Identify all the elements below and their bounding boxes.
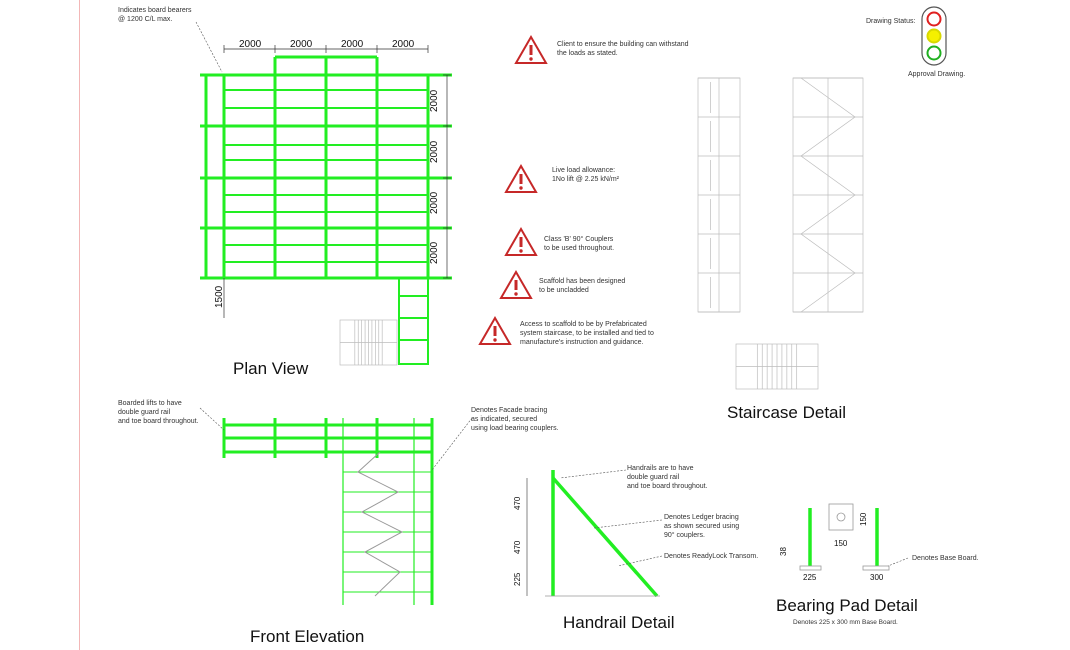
plan-top-dim-3: 2000 bbox=[341, 39, 364, 50]
leader-3 bbox=[559, 469, 627, 479]
status-light-2 bbox=[926, 45, 942, 61]
note-ledger-bracing: Denotes Ledger bracing as shown secured … bbox=[664, 514, 740, 539]
note-base-board: Denotes Base Board. bbox=[912, 555, 979, 562]
warning-text-3: Class 'B' 90° Couplers to be used throug… bbox=[544, 236, 615, 252]
handrail-detail-title: Handrail Detail bbox=[563, 613, 675, 632]
pad-baseboard-right bbox=[862, 565, 890, 571]
leader-4 bbox=[593, 519, 663, 529]
warning-exclamation-dot bbox=[529, 57, 533, 61]
pad-plan-square bbox=[828, 503, 854, 531]
faint-staircase-drawings bbox=[339, 77, 864, 390]
pad-dim-offset: 150 bbox=[834, 539, 848, 548]
warning-text-4: Scaffold has been designed to be uncladd… bbox=[539, 278, 626, 294]
handrail-dim-3: 225 bbox=[513, 572, 522, 586]
pad-dim-width-a: 225 bbox=[803, 573, 817, 582]
front-elevation-drawing bbox=[222, 418, 434, 605]
warning-text-2: Live load allowance: 1No lift @ 2.25 kN/… bbox=[552, 167, 620, 183]
leader-2 bbox=[431, 417, 473, 471]
handrail-dim-2: 470 bbox=[513, 540, 522, 554]
warning-exclamation-dot bbox=[519, 186, 523, 190]
plan-stair-tower bbox=[398, 277, 429, 365]
warning-exclamation-dot bbox=[493, 338, 497, 342]
plan-top-dim-4: 2000 bbox=[392, 39, 415, 50]
warning-exclamation-dot bbox=[514, 292, 518, 296]
note-boarded-lifts: Boarded lifts to have double guard rail … bbox=[118, 400, 199, 425]
warning-triangle-svg bbox=[499, 269, 533, 299]
warning-icon-5 bbox=[478, 315, 512, 351]
warning-text-5: Access to scaffold to be by Prefabricate… bbox=[520, 321, 654, 346]
warning-triangle-svg bbox=[514, 34, 548, 64]
warning-icon-3 bbox=[504, 226, 538, 262]
leader-1 bbox=[199, 407, 225, 431]
stair-elev-front-zigzag bbox=[800, 77, 856, 313]
staircase-detail-title: Staircase Detail bbox=[727, 403, 847, 422]
handrail-dim-1: 470 bbox=[513, 496, 522, 510]
warning-icon-1 bbox=[514, 34, 548, 70]
pad-dim-height: 38 bbox=[779, 547, 788, 556]
warning-text-1: Client to ensure the building can withst… bbox=[557, 41, 689, 57]
bearing-pad-title: Bearing Pad Detail bbox=[776, 596, 918, 615]
pad-dim-width-b: 300 bbox=[870, 573, 884, 582]
note-board-bearers: Indicates board bearers @ 1200 C/L max. bbox=[118, 7, 192, 23]
plan-side-dim-4: 2000 bbox=[429, 241, 440, 264]
pad-dim-pad-h: 150 bbox=[859, 512, 868, 526]
warning-triangle-svg bbox=[478, 315, 512, 345]
bearing-pad-drawing bbox=[799, 503, 890, 571]
front-elevation-title: Front Elevation bbox=[250, 627, 365, 646]
pad-plan-hole bbox=[836, 512, 846, 522]
plan-side-dim-2: 2000 bbox=[429, 140, 440, 163]
bearing-pad-subtitle: Denotes 225 x 300 mm Base Board. bbox=[793, 619, 898, 626]
plan-view-title: Plan View bbox=[233, 359, 309, 378]
leader-5 bbox=[617, 555, 663, 567]
warning-icon-2 bbox=[504, 163, 538, 199]
note-transom: Denotes ReadyLock Transom. bbox=[664, 553, 759, 560]
plan-top-dim-2: 2000 bbox=[290, 39, 313, 50]
plan-left-dim: 1500 bbox=[214, 285, 225, 308]
status-light-0 bbox=[926, 11, 942, 27]
leader-lines bbox=[195, 21, 909, 567]
plan-view-drawing bbox=[200, 55, 452, 365]
handrail-detail-drawing bbox=[526, 470, 660, 598]
note-facade-bracing: Denotes Facade bracing as indicated, sec… bbox=[471, 407, 559, 432]
plan-view-dim-lines bbox=[223, 45, 451, 318]
elev-stair-flights bbox=[357, 451, 404, 597]
status-traffic-light bbox=[921, 6, 947, 66]
status-light-1 bbox=[926, 28, 942, 44]
handrail-brace bbox=[551, 476, 659, 598]
plan-side-dim-3: 2000 bbox=[429, 191, 440, 214]
note-handrails: Handrails are to have double guard rail … bbox=[627, 465, 708, 490]
drawing-status-label: Drawing Status: bbox=[866, 18, 916, 25]
pad-baseboard-left bbox=[799, 565, 822, 571]
warning-triangle-svg bbox=[504, 163, 538, 193]
sheet-margin-line bbox=[79, 0, 80, 650]
approval-label: Approval Drawing. bbox=[908, 71, 966, 78]
plan-side-dim-1: 2000 bbox=[429, 89, 440, 112]
warning-icon-4 bbox=[499, 269, 533, 305]
leader-0 bbox=[195, 21, 223, 73]
leader-6 bbox=[887, 557, 909, 567]
warning-triangle-svg bbox=[504, 226, 538, 256]
warning-exclamation-dot bbox=[519, 249, 523, 253]
plan-top-dim-1: 2000 bbox=[239, 39, 262, 50]
